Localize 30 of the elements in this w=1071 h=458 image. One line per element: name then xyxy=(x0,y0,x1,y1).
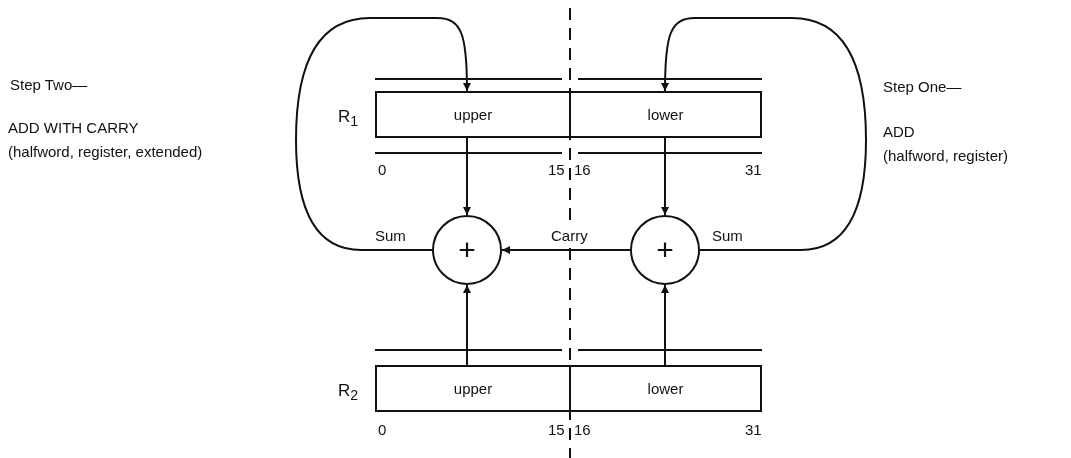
adder-circle: + xyxy=(432,215,502,285)
arrow xyxy=(661,137,669,216)
instruction-formats: (halfword, register, extended) xyxy=(8,144,203,161)
arrow xyxy=(295,17,471,251)
register-name: R$_{1}$ xyxy=(338,108,359,130)
step-label: Step Two— xyxy=(10,77,88,94)
instruction-name: ADD WITH CARRY xyxy=(8,120,139,137)
bit-number: 31 xyxy=(745,162,762,179)
adder-circle: + xyxy=(630,215,700,285)
register-field: lower xyxy=(569,91,762,138)
step-label: Step One— xyxy=(883,79,962,96)
bit-number: 31 xyxy=(745,422,762,439)
bit-number: 15 xyxy=(548,422,565,439)
bit-number: 0 xyxy=(378,162,387,179)
register-field: upper xyxy=(375,91,571,138)
bit-number: 0 xyxy=(378,422,387,439)
edge-label: Carry xyxy=(549,228,590,245)
arrow xyxy=(661,284,669,366)
register-field: lower xyxy=(569,365,762,412)
arrow xyxy=(463,137,471,216)
bit-number: 15 xyxy=(548,162,565,179)
instruction-formats: (halfword, register) xyxy=(883,148,1009,165)
register-field: upper xyxy=(375,365,571,412)
arrow xyxy=(463,284,471,366)
bit-number: 16 xyxy=(574,162,591,179)
instruction-name: ADD xyxy=(883,124,915,141)
bit-number: 16 xyxy=(574,422,591,439)
arrow xyxy=(661,17,867,251)
register-name: R$_{2}$ xyxy=(338,382,359,404)
arrow xyxy=(501,246,631,254)
